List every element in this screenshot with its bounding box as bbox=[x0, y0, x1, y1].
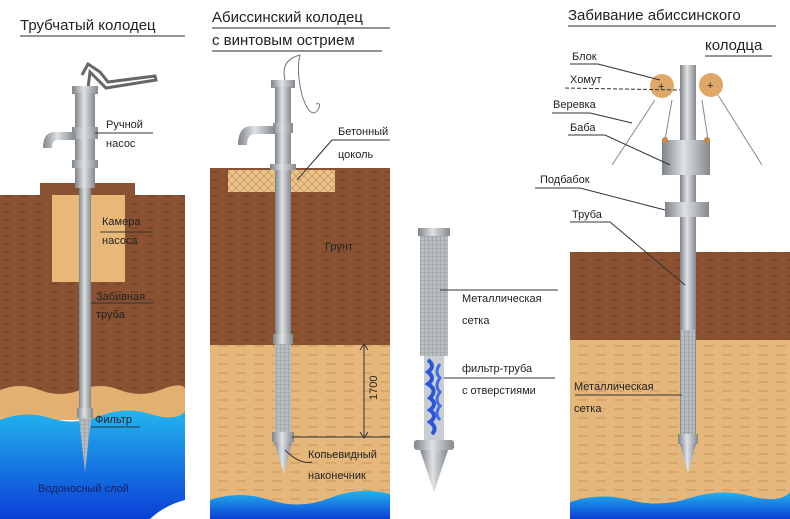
aquifer-layer bbox=[0, 410, 185, 519]
panel-filter-detail: Металлическая сетка фильтр-труба с отвер… bbox=[414, 228, 558, 492]
label-ram: Баба bbox=[570, 122, 596, 134]
label-pump-chamber: Камера bbox=[102, 216, 141, 228]
label-metal-mesh-right: Металлическая bbox=[574, 381, 654, 393]
dimension-label: 1700 bbox=[368, 376, 380, 400]
label-pump-chamber-2: насоса bbox=[102, 235, 138, 247]
title-driving: Забивание абиссинского bbox=[568, 7, 741, 24]
label-anvil: Подбабок bbox=[540, 174, 590, 186]
filter-tip bbox=[79, 418, 91, 472]
label-hand-pump-2: насос bbox=[106, 138, 136, 150]
title-driving-2: колодца bbox=[705, 37, 763, 54]
label-filter-pipe: фильтр-труба bbox=[462, 363, 533, 375]
title-abyssinian: Абиссинский колодец bbox=[212, 9, 363, 26]
driven-pipe bbox=[79, 188, 91, 423]
tip-cone bbox=[420, 450, 448, 492]
well-pipe bbox=[275, 87, 291, 342]
label-metal-mesh: Металлическая bbox=[462, 293, 542, 305]
label-hand-pump: Ручной bbox=[106, 119, 143, 131]
label-driven-pipe-2: труба bbox=[96, 309, 126, 321]
label-filter: Фильтр bbox=[95, 414, 132, 426]
label-concrete-base: Бетонный bbox=[338, 126, 388, 138]
title-abyssinian-2: с винтовым острием bbox=[212, 32, 355, 49]
panel-tube-well: Трубчатый колодец Ручной насос Камера на… bbox=[0, 17, 185, 519]
label-spear-tip-2: наконечник bbox=[308, 470, 366, 482]
pulley-left-icon bbox=[650, 74, 674, 98]
title-tube-well: Трубчатый колодец bbox=[20, 17, 156, 34]
pulley-right-icon bbox=[699, 73, 723, 97]
label-pipe: Труба bbox=[572, 209, 603, 221]
pump-body bbox=[75, 93, 95, 188]
panel-driving: + + Забивание абиссинского колодца Блок … bbox=[535, 7, 790, 519]
metal-mesh bbox=[420, 236, 448, 356]
pulley-center-mark-2: + bbox=[707, 80, 713, 92]
label-spear-tip: Копьевидный bbox=[308, 449, 377, 461]
label-rope: Веревка bbox=[553, 99, 597, 111]
spear-tip bbox=[274, 442, 292, 474]
ram bbox=[662, 140, 710, 175]
label-block: Блок bbox=[572, 51, 597, 63]
label-metal-mesh-right-2: сетка bbox=[574, 403, 602, 415]
panel-abyssinian-well: 1700 Абиссинский колодец с винтовым остр… bbox=[210, 9, 390, 519]
label-soil: Грунт bbox=[325, 241, 353, 253]
pump-handle-icon bbox=[80, 61, 158, 90]
label-metal-mesh-2: сетка bbox=[462, 315, 490, 327]
pulley-center-mark: + bbox=[658, 81, 664, 93]
label-filter-pipe-2: с отверстиями bbox=[462, 385, 536, 397]
spout-icon bbox=[43, 132, 75, 148]
label-clamp: Хомут bbox=[570, 74, 602, 86]
label-concrete-base-2: цоколь bbox=[338, 149, 374, 161]
label-driven-pipe: Забивная bbox=[96, 291, 145, 303]
anvil bbox=[665, 202, 709, 217]
mesh-filter bbox=[275, 344, 291, 436]
spout-icon bbox=[238, 126, 275, 145]
label-aquifer: Водоносный слой bbox=[38, 483, 129, 495]
